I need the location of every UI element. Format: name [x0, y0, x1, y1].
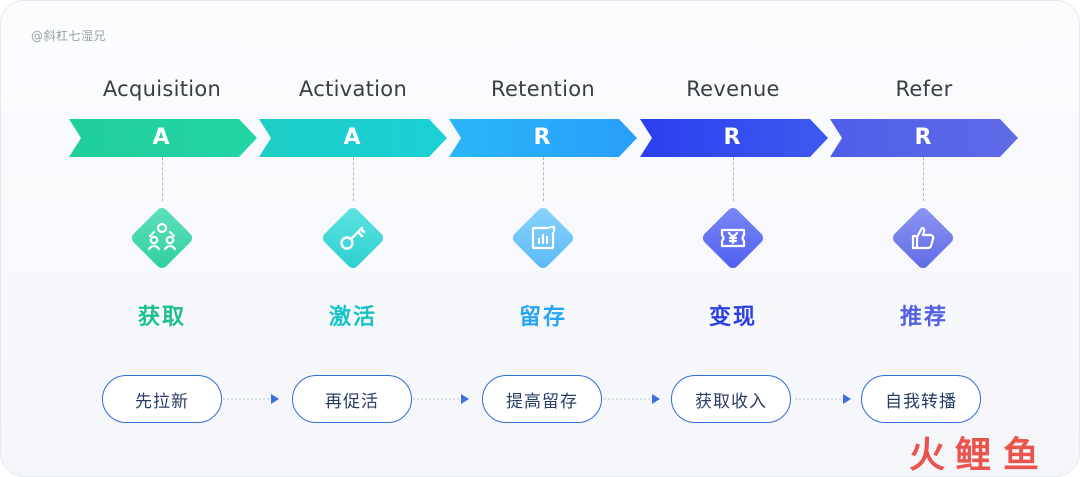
stage-label-refer: 推荐 [899, 305, 948, 330]
stage-connector [923, 157, 924, 201]
brand-logo: 火 鲤 鱼 [909, 435, 1039, 473]
flow-arrow-icon [604, 394, 660, 404]
stage-letter-retention: R [533, 125, 551, 150]
stage-letter-refer: R [914, 125, 932, 150]
stage-connector [733, 157, 734, 201]
stage-arrow-retention [449, 119, 637, 157]
stage-title-retention: Retention [491, 77, 595, 101]
stage-letter-revenue: R [723, 125, 741, 150]
flow-arrow-icon [795, 394, 851, 404]
stage-title-acquisition: Acquisition [102, 77, 222, 101]
stage-label-revenue: 变现 [708, 305, 757, 330]
key-icon [322, 207, 384, 269]
stage-connector [162, 157, 163, 201]
action-pill-revenue: 获取收入 [671, 375, 791, 423]
stage-title-activation: Activation [298, 77, 408, 101]
yuan-ticket-icon [702, 207, 764, 269]
author-watermark: @斜杠七湿兄 [31, 29, 107, 43]
stage-label-acquisition: 获取 [137, 305, 186, 330]
stage-arrow-activation [259, 119, 447, 157]
stage-label-activation: 激活 [328, 305, 377, 330]
thumbs-up-icon [892, 207, 954, 269]
stage-connector [353, 157, 354, 201]
stage-letter-acquisition: A [152, 125, 170, 150]
stage-title-revenue: Revenue [686, 77, 780, 101]
stage-arrow-refer [830, 119, 1018, 157]
action-pill-retention: 提高留存 [482, 375, 602, 423]
flow-arrow-icon [223, 394, 279, 404]
action-pill-refer: 自我转播 [861, 375, 981, 423]
svg-text:鲤: 鲤 [955, 435, 991, 473]
stage-arrow-acquisition [69, 119, 257, 157]
bar-chart-icon [512, 207, 574, 269]
svg-text:火: 火 [909, 435, 945, 473]
stage-letter-activation: A [343, 125, 361, 150]
people-network-icon [131, 207, 193, 269]
action-pill-acquisition: 先拉新 [102, 375, 222, 423]
stage-arrow-revenue [640, 119, 828, 157]
stage-connector [543, 157, 544, 201]
flow-arrow-icon [413, 394, 469, 404]
stage-label-retention: 留存 [518, 305, 567, 330]
action-pill-activation: 再促活 [292, 375, 412, 423]
svg-text:鱼: 鱼 [1003, 435, 1039, 473]
stage-title-refer: Refer [895, 77, 953, 101]
